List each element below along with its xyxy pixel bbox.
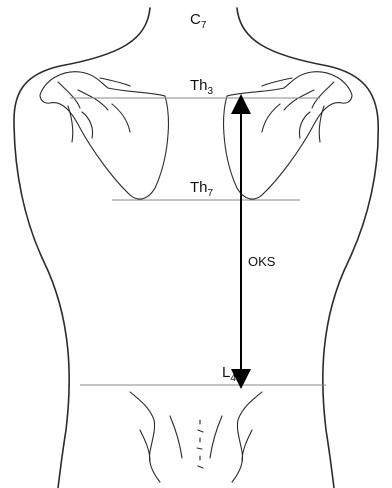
l4-label: L4 [222, 364, 236, 384]
th3-label: Th3 [190, 77, 214, 97]
pelvis-outline [130, 392, 262, 482]
right-scapula [224, 72, 352, 199]
th7-label: Th7 [190, 179, 214, 199]
left-scapula [40, 72, 168, 199]
oks-label: OKS [248, 254, 276, 269]
c7-label: C7 [190, 11, 207, 31]
